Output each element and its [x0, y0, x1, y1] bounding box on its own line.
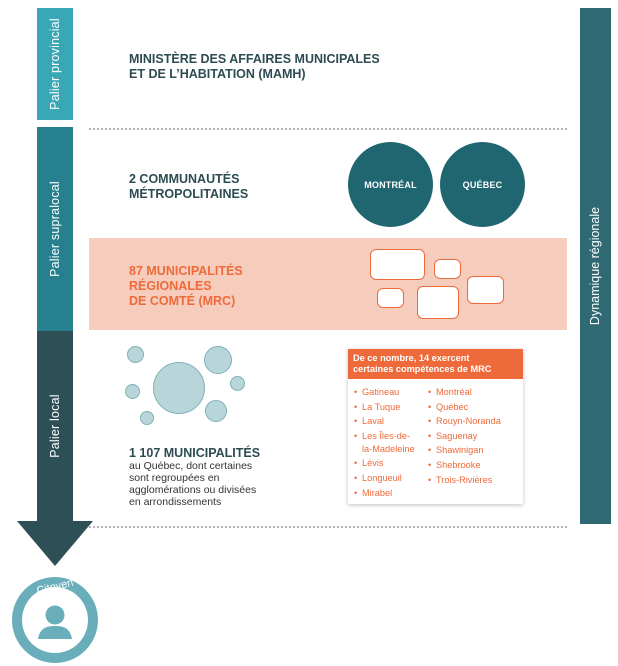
- desc-line: au Québec, dont certaines: [129, 460, 253, 472]
- provincial-heading: MINISTÈRE DES AFFAIRES MUNICIPALES ET DE…: [129, 52, 380, 82]
- municipality-circle: [153, 362, 205, 414]
- list-item: • Longueuil: [354, 472, 415, 485]
- municipality-circle: [204, 346, 232, 374]
- mrc-shape: [370, 249, 425, 280]
- list-item: • Lévis: [354, 457, 415, 470]
- city-name-continuation: la-Madeleine: [362, 443, 415, 454]
- city-name: Trois-Rivières: [436, 474, 493, 485]
- list-item: • Laval: [354, 415, 415, 428]
- mrc-heading-line3: DE COMTÉ (MRC): [129, 294, 236, 308]
- municipality-circle: [125, 384, 140, 399]
- list-item: • Shawinigan: [428, 444, 501, 457]
- list-item: • Shebrooke: [428, 459, 501, 472]
- city-name: Mirabel: [362, 487, 393, 498]
- palier-supralocal-bar: Palier supralocal: [37, 127, 73, 331]
- person-icon: [22, 587, 88, 653]
- municipalities-title: 1 107 MUNICIPALITÉS: [129, 446, 261, 460]
- mrc-heading: 87 MUNICIPALITÉS RÉGIONALES DE COMTÉ (MR…: [129, 264, 243, 309]
- metro-heading: 2 COMMUNAUTÉS MÉTROPOLITAINES: [129, 172, 248, 202]
- city-list-right: • Montréal • Québec • Rouyn-Noranda • Saguen…: [428, 386, 501, 488]
- list-item: • Rouyn-Noranda: [428, 415, 501, 428]
- city-name: Shebrooke: [436, 459, 481, 470]
- quebec-label: QUÉBEC: [462, 179, 503, 190]
- bullet-icon: •: [354, 487, 358, 498]
- mrc-heading-line1: 87 MUNICIPALITÉS: [129, 264, 243, 278]
- list-item: • La Tuque: [354, 401, 415, 414]
- dynamique-regionale-bar: Dynamique régionale: [580, 8, 611, 524]
- bullet-icon: •: [428, 401, 432, 412]
- list-item: • Saguenay: [428, 430, 501, 443]
- dynamique-regionale-label: Dynamique régionale: [588, 206, 603, 326]
- separator: [89, 128, 567, 130]
- list-item: • Les Îles-de-la-Madeleine: [354, 430, 415, 456]
- citizen-circle: [12, 577, 98, 663]
- bullet-icon: •: [428, 387, 432, 397]
- mrc-shape: [434, 259, 461, 279]
- city-name: Gatineau: [362, 387, 400, 397]
- list-item: • Trois-Rivières: [428, 474, 501, 487]
- bullet-icon: •: [428, 459, 432, 470]
- desc-line: agglomérations ou divisées: [129, 484, 257, 496]
- mrc-shape: [377, 288, 404, 308]
- desc-line: sont regroupées en: [129, 472, 220, 484]
- city-name: Shawinigan: [436, 445, 484, 456]
- mrc-shape: [417, 286, 459, 319]
- palier-supralocal-label: Palier supralocal: [48, 181, 62, 277]
- city-name: La Tuque: [362, 401, 401, 412]
- quebec-circle: QUÉBEC: [440, 142, 525, 227]
- list-item: • Gatineau: [354, 386, 415, 399]
- bullet-icon: •: [428, 474, 432, 485]
- list-item: • Québec: [428, 401, 501, 414]
- mrc-shape: [467, 276, 504, 304]
- list-item: • Mirabel: [354, 487, 415, 500]
- separator: [89, 526, 567, 528]
- list-item: • Montréal: [428, 386, 501, 399]
- bullet-icon: •: [428, 445, 432, 456]
- header-line2: certaines compétences de MRC: [353, 364, 492, 374]
- municipality-circle: [205, 400, 227, 422]
- city-name: Les Îles-de-: [362, 430, 411, 441]
- montreal-circle: MONTRÉAL: [348, 142, 433, 227]
- bullet-icon: •: [354, 387, 358, 397]
- metro-heading-line1: 2 COMMUNAUTÉS: [129, 172, 240, 186]
- metro-heading-line2: MÉTROPOLITAINES: [129, 187, 249, 201]
- bullet-icon: •: [354, 401, 358, 412]
- montreal-label: MONTRÉAL: [364, 179, 417, 190]
- city-name: Lévis: [362, 458, 384, 469]
- city-list-left: • Gatineau • La Tuque • Laval • Les Îles-de-…: [354, 386, 415, 501]
- bullet-icon: •: [354, 430, 358, 441]
- mrc-competences-header: De ce nombre, 14 exercent certaines comp…: [348, 349, 523, 379]
- bullet-icon: •: [428, 430, 432, 441]
- bullet-icon: •: [428, 416, 432, 427]
- mrc-heading-line2: RÉGIONALES: [129, 279, 212, 293]
- provincial-heading-line2: ET DE L’HABITATION (MAMH): [129, 67, 306, 81]
- palier-local-label: Palier local: [48, 394, 63, 458]
- palier-local-bar: Palier local: [37, 331, 73, 521]
- provincial-heading-line1: MINISTÈRE DES AFFAIRES MUNICIPALES: [129, 52, 380, 66]
- bullet-icon: •: [354, 416, 358, 427]
- header-line1: De ce nombre, 14 exercent: [353, 353, 470, 363]
- municipality-circle: [140, 411, 154, 425]
- city-name: Québec: [436, 401, 469, 412]
- down-arrow-icon: [17, 521, 93, 566]
- municipality-circle: [127, 346, 144, 363]
- city-name: Montréal: [436, 387, 472, 397]
- city-name: Saguenay: [436, 430, 478, 441]
- mrc-competences-box: De ce nombre, 14 exercent certaines comp…: [348, 349, 523, 504]
- bullet-icon: •: [354, 458, 358, 469]
- municipalities-description: au Québec, dont certaines sont regroupée…: [129, 460, 279, 508]
- bullet-icon: •: [354, 472, 358, 483]
- municipalities-heading: 1 107 MUNICIPALITÉS: [129, 446, 260, 461]
- palier-provincial-label: Palier provincial: [48, 18, 63, 110]
- desc-line: en arrondissements: [129, 496, 222, 508]
- palier-provincial-bar: Palier provincial: [37, 8, 73, 120]
- city-name: Laval: [362, 416, 384, 427]
- municipality-circle: [230, 376, 245, 391]
- city-name: Rouyn-Noranda: [436, 416, 501, 427]
- city-name: Longueuil: [362, 472, 402, 483]
